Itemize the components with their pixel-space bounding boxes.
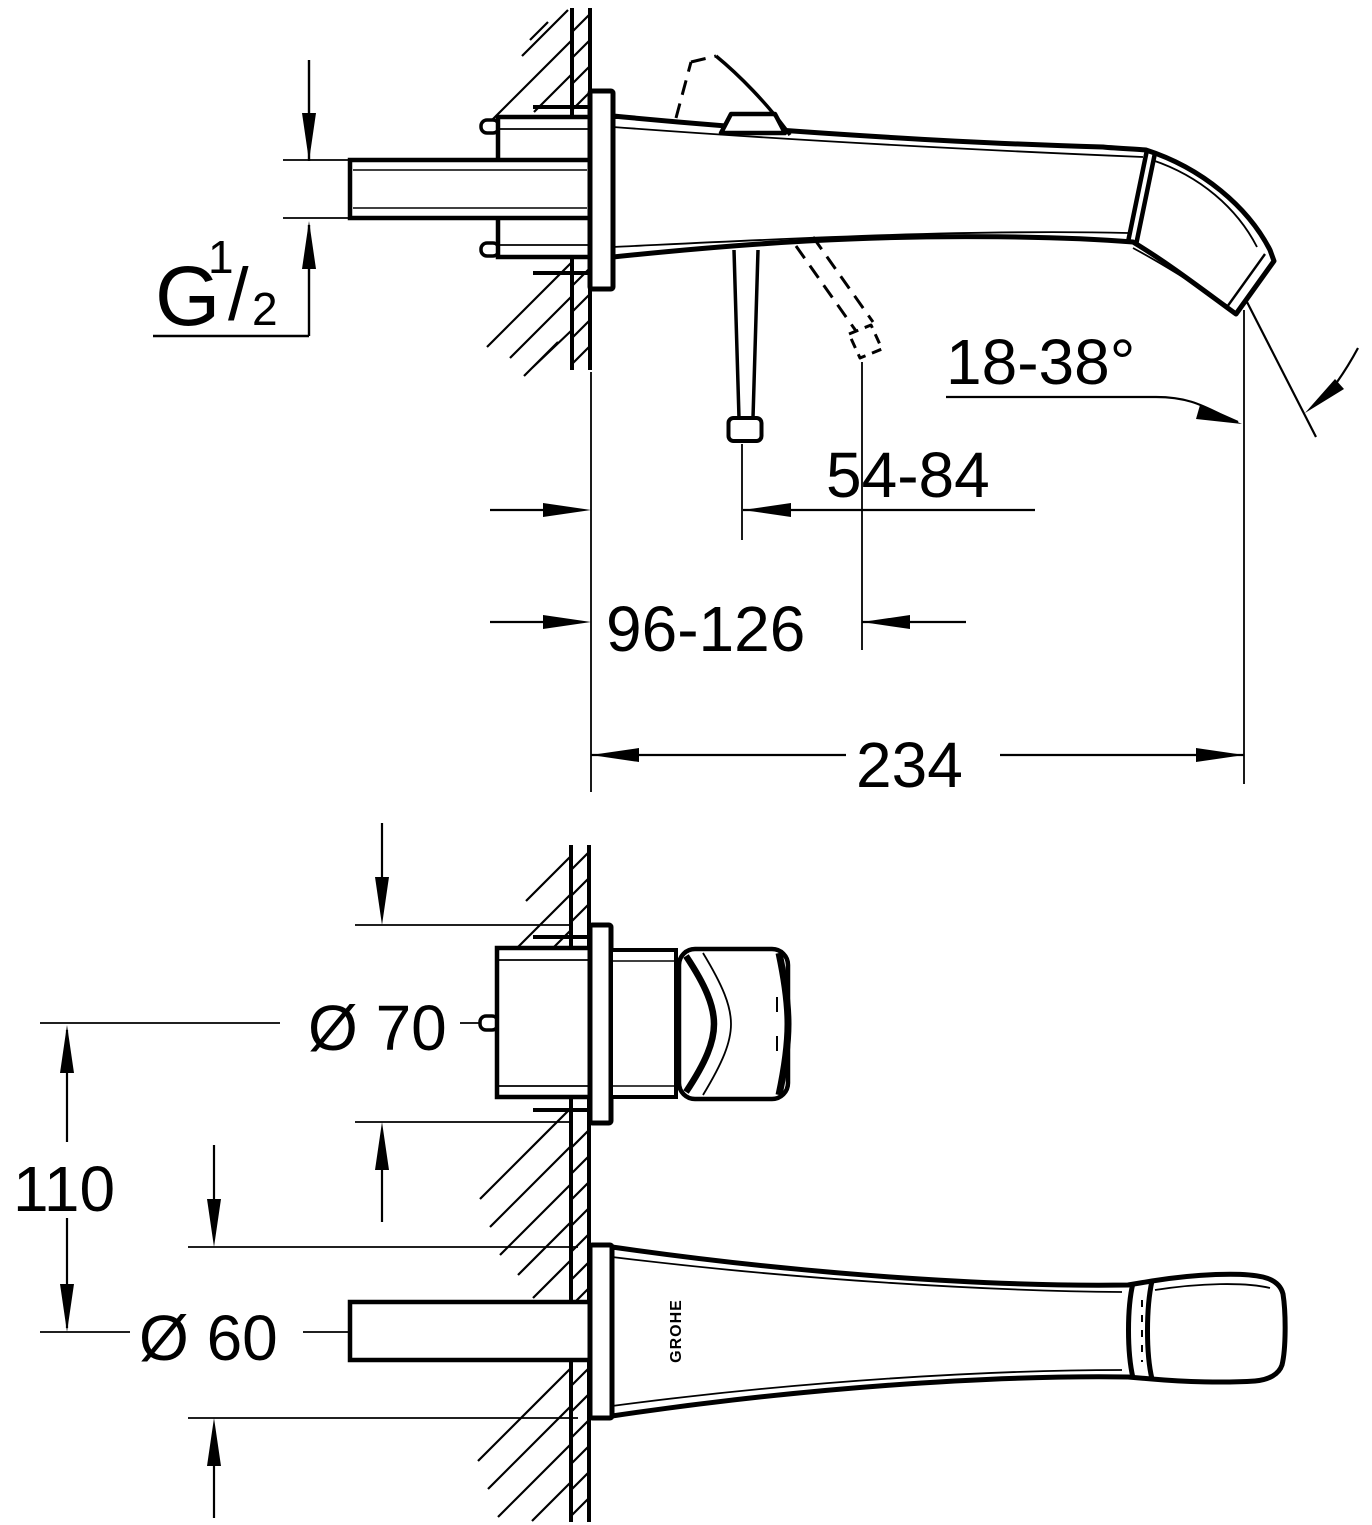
thread-slash: / — [228, 253, 249, 336]
dimension-angle: 18-38° — [946, 301, 1359, 438]
handle-base-cylinder — [609, 948, 678, 1099]
spout-front-inner-bottom — [611, 1369, 1123, 1407]
spout-front-view: GROHE — [587, 1242, 1288, 1421]
wall-clamp-lines-top — [533, 105, 591, 275]
handle-concealed-box — [494, 945, 593, 1100]
handle-escutcheon — [587, 922, 614, 1126]
dimension-54-84: 54-84 — [490, 439, 1035, 540]
spout-concealed-pipe — [347, 1299, 593, 1363]
thread-denominator: 2 — [252, 283, 278, 335]
thread-letter: G — [155, 249, 220, 343]
spout-front-inner-top — [611, 1256, 1123, 1293]
grohe-logo: GROHE — [668, 1299, 685, 1363]
dim-110-label: 110 — [13, 1153, 115, 1225]
handle-grip-crescent — [683, 954, 718, 1094]
wall-clamp-lines-bottom — [533, 935, 590, 1112]
dim-96-126-label: 96-126 — [606, 593, 805, 665]
angle-leader — [946, 395, 1239, 424]
lever-raised-dashed — [674, 54, 717, 119]
dimension-spout-diameter: Ø 60 — [139, 1145, 578, 1518]
top-view: G 1 / 2 54-84 96-126 234 — [153, 8, 1359, 801]
lever-raised-solid-edge — [714, 54, 792, 137]
supply-pipe-top — [283, 157, 593, 221]
dim-54-84-label: 54-84 — [826, 439, 990, 511]
lever-rod-swung-dashed — [794, 236, 875, 332]
dimension-center-distance: 110 — [13, 1022, 280, 1333]
pipe-extension-lines — [283, 159, 350, 219]
spout-escutcheon — [587, 1242, 615, 1421]
handle-front-view — [478, 922, 792, 1126]
dimension-thread: G 1 / 2 — [153, 60, 316, 343]
dimension-234: 234 — [590, 310, 1245, 801]
spout-inner-line-bottom — [612, 231, 1129, 248]
wall-tile-ticks — [571, 13, 591, 365]
escutcheon-plate-top — [587, 88, 616, 292]
dimension-96-126: 96-126 — [490, 362, 966, 665]
thread-numerator: 1 — [208, 231, 234, 283]
dim-234-label: 234 — [856, 729, 963, 801]
angle-reference-line — [1246, 301, 1317, 438]
spout-head-inner-bottom — [1132, 247, 1229, 307]
bottom-view: GROHE Ø 70 Ø 60 110 — [13, 823, 1288, 1522]
wall-hatch-lines — [486, 9, 573, 377]
lever-handle-positions — [674, 54, 884, 443]
aerator-step — [1226, 253, 1266, 308]
dim-60-label: Ø 60 — [139, 1302, 278, 1374]
spout-front-joint-ring — [1126, 1280, 1155, 1380]
lever-rod-down — [732, 249, 760, 419]
dim-angle-label: 18-38° — [946, 326, 1135, 398]
lever-rod-cap — [726, 416, 764, 443]
handle-grip-thin-arc — [702, 952, 732, 1096]
dim-70-label: Ø 70 — [308, 992, 447, 1064]
handle-grip-end-cap — [775, 952, 792, 1096]
wall-tile-ticks-bottom — [570, 851, 590, 1517]
spout-side-profile — [610, 113, 1277, 317]
spout-joint-ring — [1125, 149, 1158, 246]
spout-inner-line-top — [612, 126, 1144, 158]
dimension-handle-diameter: Ø 70 — [308, 823, 573, 1222]
spout-front-head-inner — [1154, 1283, 1271, 1291]
spout-head-inner-top — [1151, 159, 1258, 248]
